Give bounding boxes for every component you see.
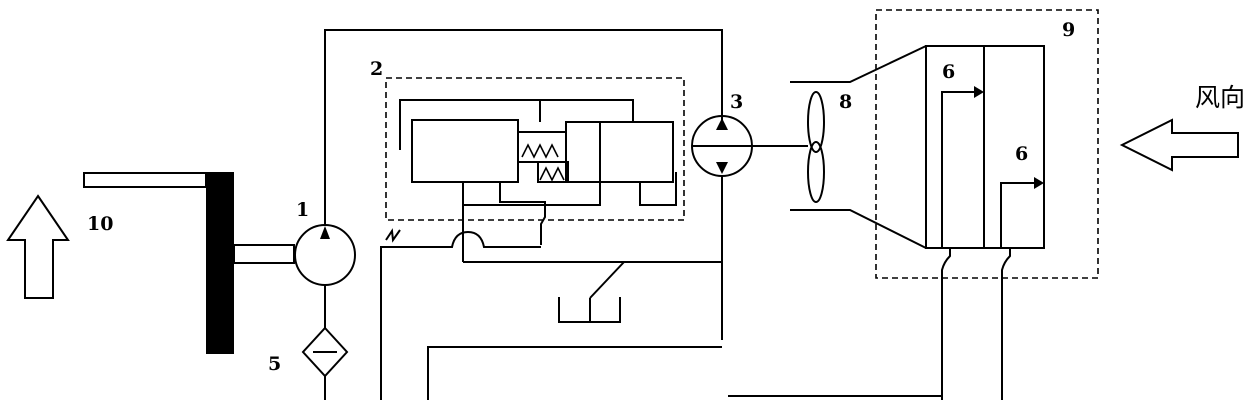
motor-arrow-down-icon <box>716 162 728 174</box>
radiator-2-arrow-icon <box>1034 177 1044 189</box>
fan-8 <box>807 91 825 203</box>
drive-shaft <box>233 244 295 264</box>
motor-3 <box>691 115 753 340</box>
engine-block <box>206 172 234 354</box>
tank-icon <box>558 261 625 323</box>
up-arrow-icon <box>6 194 70 299</box>
motor-arrow-up-icon <box>716 118 728 130</box>
label-6a: 6 <box>942 61 955 83</box>
radiator-1-arrow-icon <box>974 86 984 98</box>
label-9: 9 <box>1062 19 1075 41</box>
wind-arrow-icon <box>1119 118 1239 172</box>
label-3: 3 <box>730 91 743 113</box>
engine-assembly <box>83 172 295 354</box>
pump-1 <box>294 224 356 286</box>
valve-2 <box>399 99 677 262</box>
radiators-6 <box>925 45 1045 249</box>
label-5: 5 <box>268 353 281 375</box>
filter-5 <box>301 326 349 400</box>
radiator-2 <box>983 45 1045 249</box>
label-6b: 6 <box>1015 143 1028 165</box>
label-10: 10 <box>87 213 113 235</box>
label-wind-direction: 风向 <box>1195 83 1245 112</box>
engine-top-plate <box>83 172 207 188</box>
label-2: 2 <box>370 58 383 80</box>
label-1: 1 <box>296 199 309 221</box>
label-8: 8 <box>839 91 852 113</box>
cooler-box-frame <box>875 9 1099 279</box>
pump-arrow-icon <box>320 226 330 239</box>
